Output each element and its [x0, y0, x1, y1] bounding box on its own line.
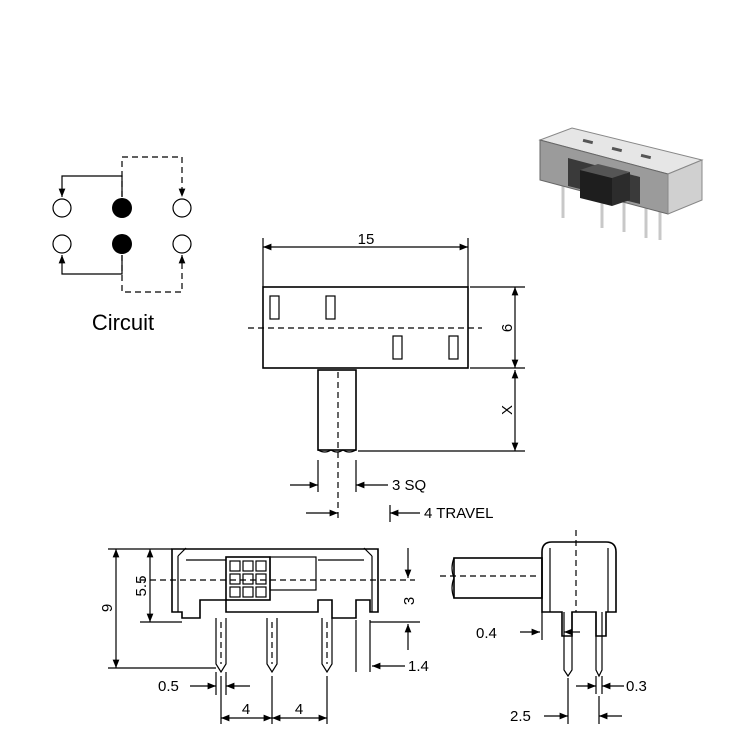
top-view: 15 6 X 3 SQ 4 TRAVEL	[248, 231, 525, 522]
dim-pitch-1: 4	[242, 701, 250, 718]
pin-center	[266, 618, 278, 674]
dim-pin-thickness: 0.3	[626, 678, 647, 695]
pin-right	[321, 618, 333, 674]
dim-height-body: 5.5	[133, 576, 150, 597]
dim-pin-width: 0.5	[158, 678, 179, 695]
side-pin-1	[563, 612, 573, 678]
actuator	[317, 369, 357, 451]
dim-actuator-size: 3 SQ	[392, 477, 426, 494]
dim-pin-length: 3	[401, 597, 418, 605]
dim-height-total: 9	[99, 604, 116, 612]
side-view: 0.4 0.3 2.5	[440, 530, 647, 725]
solid-link-top	[58, 175, 123, 197]
pin-left	[215, 618, 227, 674]
housing	[171, 548, 379, 619]
side-body	[541, 541, 617, 637]
circuit-label: Circuit	[92, 310, 154, 335]
dim-actuator-length: X	[499, 405, 516, 415]
dim-height: 6	[499, 324, 516, 332]
dashed-link-top	[121, 156, 186, 197]
dim-pin-spacing: 2.5	[510, 708, 531, 725]
terminal-open	[172, 198, 192, 218]
actuator-block	[225, 556, 271, 601]
dim-pin-offset: 1.4	[408, 658, 429, 675]
terminal-common	[112, 198, 132, 218]
terminal-common	[112, 234, 132, 254]
circuit-schematic: Circuit	[52, 156, 192, 335]
dim-body-offset: 0.4	[476, 625, 497, 642]
front-view: 9 5.5 3 1.4 0.5 4 4	[99, 547, 429, 724]
dim-pitch-2: 4	[295, 701, 303, 718]
side-actuator	[453, 557, 543, 599]
terminal-open	[172, 234, 192, 254]
side-pin-2	[595, 612, 603, 678]
dashed-link-bottom	[121, 254, 186, 293]
terminal-open	[52, 198, 72, 218]
dim-width: 15	[358, 231, 375, 248]
terminal-open	[52, 234, 72, 254]
solid-link-bottom	[58, 254, 123, 275]
product-photo	[538, 127, 704, 240]
dim-travel: 4 TRAVEL	[424, 505, 493, 522]
